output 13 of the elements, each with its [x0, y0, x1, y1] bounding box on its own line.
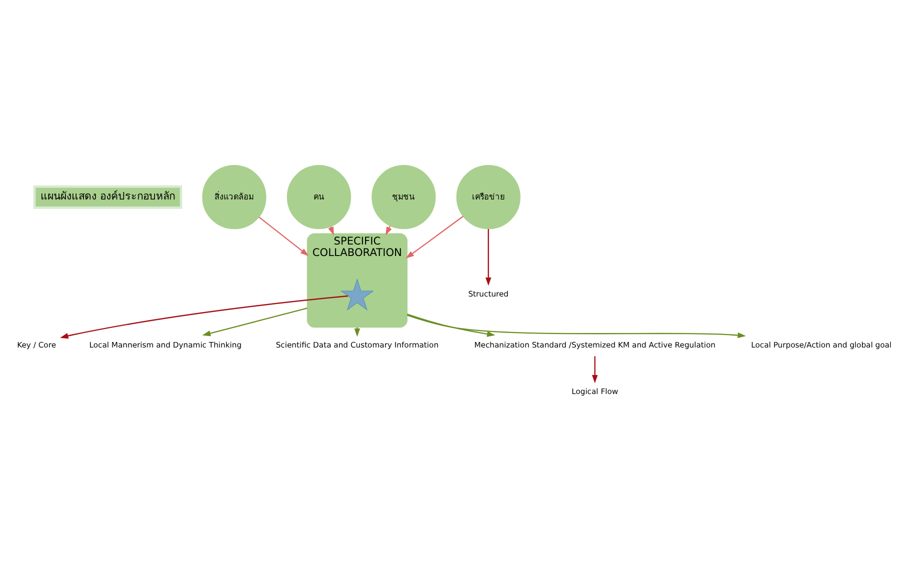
arrow	[406, 215, 464, 258]
node-circle: เครือข่าย	[456, 164, 520, 229]
node-circle: สิ่งแวดล้อม	[202, 164, 266, 229]
arrow	[486, 228, 492, 286]
arrow	[60, 294, 348, 338]
arrow	[258, 216, 309, 256]
arrow	[386, 225, 392, 235]
arrow	[407, 314, 746, 338]
arrow	[592, 356, 598, 383]
arrow	[407, 313, 496, 336]
arrow	[202, 307, 308, 336]
node-box: แผนผังแสดง องค์ประกอบหลัก	[33, 184, 182, 208]
node-star	[340, 278, 374, 310]
